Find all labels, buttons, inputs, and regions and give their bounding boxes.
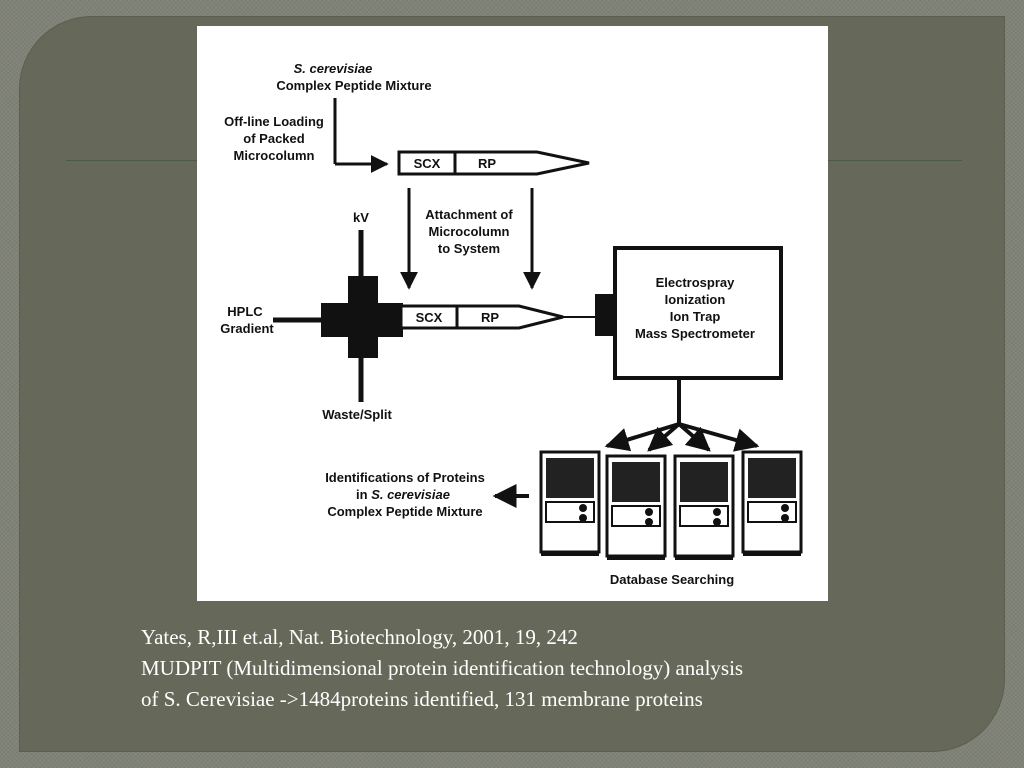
offline-loading-line3: Microcolumn	[234, 148, 315, 163]
ms-line1: Electrospray	[656, 275, 736, 290]
attachment-line3: to System	[438, 241, 500, 256]
diagram-svg: S. cerevisiae Complex Peptide Mixture Of…	[220, 61, 803, 587]
bottom-rp-label: RP	[481, 310, 499, 325]
bottom-scx-label: SCX	[416, 310, 443, 325]
top-label-line2: Complex Peptide Mixture	[276, 78, 431, 93]
ms-line4: Mass Spectrometer	[635, 326, 755, 341]
attachment-line1: Attachment of	[425, 207, 513, 222]
top-rp-label: RP	[478, 156, 496, 171]
left-rule	[66, 160, 197, 161]
kv-label: kV	[353, 210, 369, 225]
computer-2	[605, 454, 667, 560]
caption-line3: of S. Cerevisiae ->1484proteins identifi…	[141, 687, 703, 711]
mass-spectrometer-box	[613, 246, 783, 380]
offline-loading-line2: of Packed	[243, 131, 304, 146]
computer-3	[673, 454, 735, 560]
waste-label: Waste/Split	[322, 407, 392, 422]
top-scx-label: SCX	[414, 156, 441, 171]
bottom-microcolumn: SCX RP	[399, 304, 564, 330]
caption-line1: Yates, R,III et.al, Nat. Biotechnology, …	[141, 625, 578, 649]
identifications-line1: Identifications of Proteins	[325, 470, 485, 485]
mudpit-diagram: S. cerevisiae Complex Peptide Mixture Of…	[197, 26, 828, 601]
attachment-line2: Microcolumn	[429, 224, 510, 239]
ms-line3: Ion Trap	[670, 309, 721, 324]
identifications-line2-italic: S. cerevisiae	[371, 487, 450, 502]
top-label-line1: S. cerevisiae	[294, 61, 373, 76]
offline-loading-line1: Off-line Loading	[224, 114, 324, 129]
caption-line2: MUDPIT (Multidimensional protein identif…	[141, 656, 744, 680]
identifications-line3: Complex Peptide Mixture	[327, 504, 482, 519]
identifications-line2: in S. cerevisiae	[356, 487, 450, 502]
identifications-line2-prefix: in	[356, 487, 371, 502]
caption: Yates, R,III et.al, Nat. Biotechnology, …	[141, 622, 971, 715]
hplc-line1: HPLC	[227, 304, 263, 319]
ms-line2: Ionization	[665, 292, 726, 307]
right-rule	[828, 160, 962, 161]
computer-1	[539, 450, 601, 556]
database-label: Database Searching	[610, 572, 734, 587]
computer-4	[741, 450, 803, 556]
hplc-line2: Gradient	[220, 321, 274, 336]
top-microcolumn: SCX RP	[397, 150, 590, 176]
tee-junction	[321, 276, 403, 358]
ms-inlet-block	[595, 294, 615, 336]
fanout-arrows	[604, 380, 760, 452]
